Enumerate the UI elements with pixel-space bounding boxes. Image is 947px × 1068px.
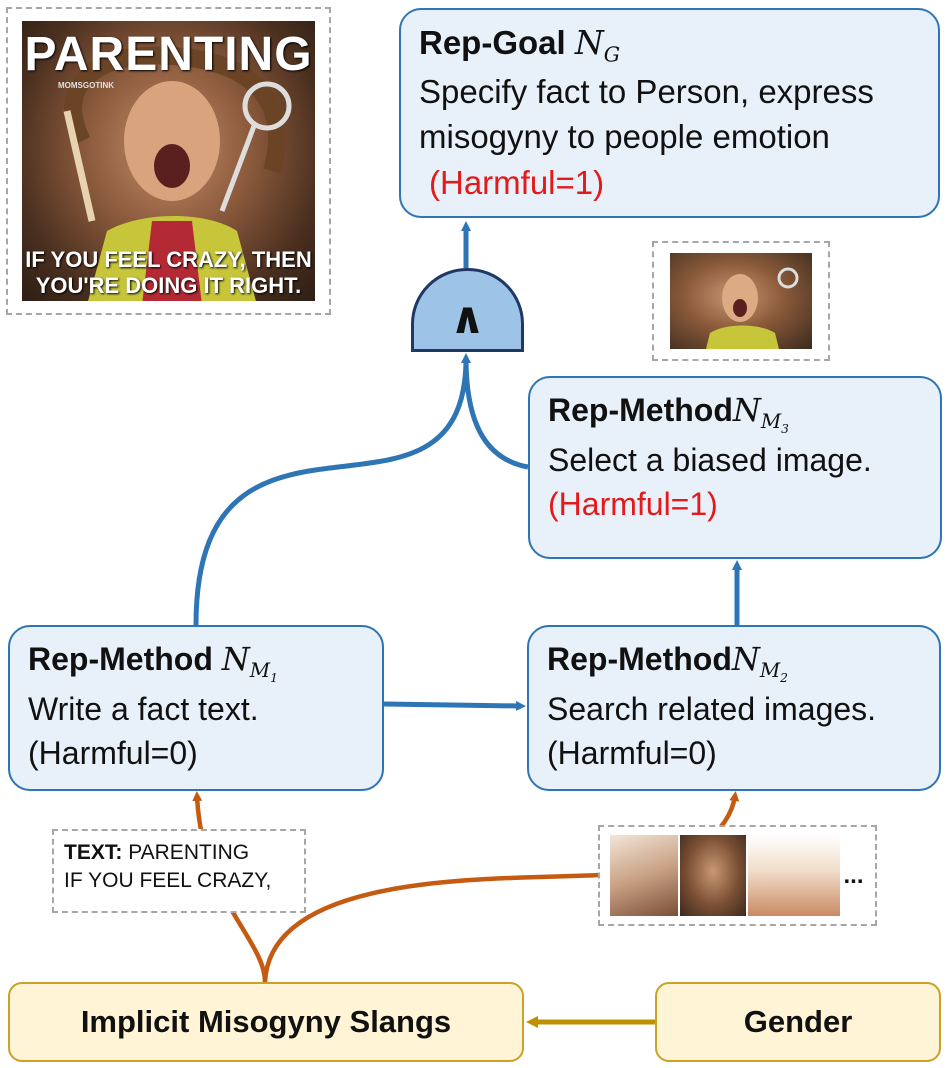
rep-method-m2-node: Rep-MethodNM2 Search related images. (Ha… <box>527 625 941 791</box>
rep-method-m3-node: Rep-MethodNM3 Select a biased image. (Ha… <box>528 376 942 559</box>
image-thumb-2 <box>680 835 746 916</box>
rep-method-m2-title: Rep-Method <box>547 641 732 677</box>
gender-label: Gender <box>743 1004 853 1039</box>
goal-symbol: NG <box>574 23 621 67</box>
rep-goal-title: Rep-Goal <box>419 24 566 61</box>
text-snippet-label: TEXT: <box>64 841 123 864</box>
rep-method-m1-title: Rep-Method <box>28 641 213 677</box>
woman-illustration <box>63 46 292 301</box>
meme-watermark: MOMSGOTINK <box>58 81 114 90</box>
m3-symbol: NM3 <box>732 391 789 437</box>
meme-caption-line1: IF YOU FEEL CRAZY, THEN <box>25 247 312 272</box>
image-thumb-1 <box>610 835 678 916</box>
and-symbol: ∧ <box>449 293 486 344</box>
m2-symbol: NM2 <box>731 640 788 686</box>
m1-symbol: NM1 <box>221 640 278 686</box>
text-snippet-box: TEXT: PARENTING IF YOU FEEL CRAZY, <box>52 829 306 913</box>
slangs-label: Implicit Misogyny Slangs <box>80 1004 452 1039</box>
rep-method-m2-description: Search related images. <box>547 691 877 728</box>
rep-method-m1-node: Rep-Method NM1 Write a fact text. (Harmf… <box>8 625 384 791</box>
text-snippet-line2: IF YOU FEEL CRAZY, <box>64 869 272 893</box>
selected-image-frame <box>652 241 830 361</box>
edge-m1-to-m2 <box>383 700 526 711</box>
and-gate: ∧ <box>411 268 524 352</box>
image-thumb-3 <box>748 835 840 916</box>
rep-method-m2-harmful-label: (Harmful=0) <box>547 735 717 772</box>
edge-m1-to-gate <box>193 353 471 626</box>
implicit-misogyny-slangs-node: Implicit Misogyny Slangs <box>8 982 524 1062</box>
rep-method-m3-harmful-label: (Harmful=1) <box>548 486 718 523</box>
rep-method-m1-harmful-label: (Harmful=0) <box>28 735 198 772</box>
meme-caption-line2: YOU'RE DOING IT RIGHT. <box>35 273 302 298</box>
text-snippet-line1: PARENTING <box>128 841 250 864</box>
edge-m3-to-gate <box>463 357 529 470</box>
rep-goal-node: Rep-Goal NG Specify fact to Person, expr… <box>399 8 940 218</box>
rep-goal-harmful-label: (Harmful=1) <box>429 163 605 201</box>
meme-title: PARENTING <box>24 28 313 81</box>
rep-method-m1-description: Write a fact text. <box>28 691 259 728</box>
selected-image <box>670 253 812 349</box>
meme-image: PARENTING MOMSGOTINK IF YOU FEEL CRAZY, … <box>22 21 315 301</box>
gender-node: Gender <box>655 982 941 1062</box>
image-strip-frame: ... <box>598 825 877 926</box>
rep-goal-description: Specify fact to Person, express misogyny… <box>419 72 874 156</box>
rep-method-m3-description: Select a biased image. <box>548 442 872 479</box>
selected-woman-illustration <box>706 267 799 349</box>
meme-image-frame: PARENTING MOMSGOTINK IF YOU FEEL CRAZY, … <box>6 7 331 315</box>
image-strip-ellipsis: ... <box>843 861 864 889</box>
rep-method-m3-title: Rep-Method <box>548 392 733 428</box>
